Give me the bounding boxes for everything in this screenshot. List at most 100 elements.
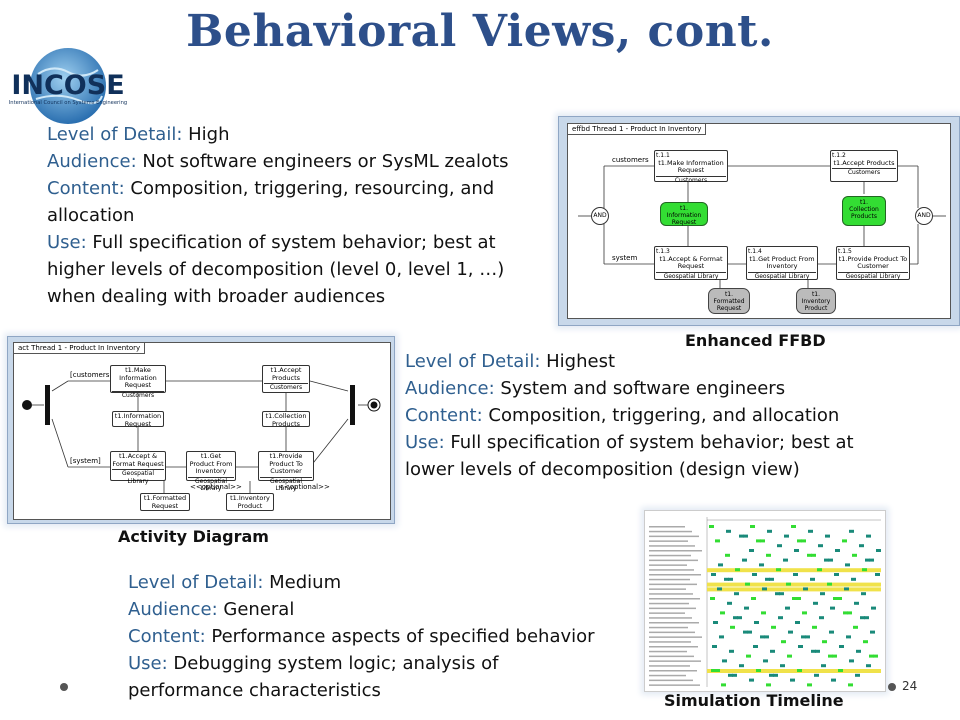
content-value: Composition, triggering, resourcing, and xyxy=(124,178,495,199)
use-key: Use: xyxy=(405,432,445,453)
timeline-row-label xyxy=(649,578,690,581)
timeline-mark xyxy=(844,587,849,591)
timeline-mark xyxy=(728,673,733,677)
timeline-mark xyxy=(863,640,868,644)
timeline-mark xyxy=(833,597,838,600)
timeline-mark xyxy=(778,616,783,620)
timeline-mark xyxy=(753,645,758,648)
footer-dot-left xyxy=(60,683,68,691)
timeline-panel xyxy=(644,510,886,692)
timeline-mark xyxy=(811,649,816,653)
timeline-mark xyxy=(869,558,874,562)
use-key: Use: xyxy=(47,232,87,253)
content-value: Composition, triggering, and allocation xyxy=(482,405,840,426)
timeline-mark xyxy=(771,625,776,629)
timeline-mark xyxy=(750,525,755,528)
content-value: Performance aspects of specified behavio… xyxy=(205,626,595,647)
ffbd-and-right: AND xyxy=(915,207,933,225)
timeline-mark xyxy=(762,587,767,591)
timeline-mark xyxy=(814,673,819,677)
timeline-mark xyxy=(764,635,769,639)
lod-value: High xyxy=(182,124,230,145)
timeline-mark xyxy=(817,568,822,572)
timeline-row-label xyxy=(649,679,693,682)
timeline-mark xyxy=(742,558,747,562)
timeline-mark xyxy=(718,563,723,567)
timeline-row-label xyxy=(649,646,698,648)
timeline-mark xyxy=(779,592,784,596)
activity-object: t1.Information Request xyxy=(112,411,164,427)
timeline-mark xyxy=(756,669,761,672)
activity-object: t1.Collection Products xyxy=(262,411,310,427)
use-value: Debugging system logic; analysis of xyxy=(167,653,499,674)
timeline-mark xyxy=(713,621,718,624)
timeline-mark xyxy=(798,645,803,648)
timeline-mark xyxy=(818,544,823,548)
timeline-row-label xyxy=(649,650,687,653)
timeline-band xyxy=(707,582,881,587)
timeline-row-label xyxy=(649,530,692,533)
timeline-row-label xyxy=(649,526,685,528)
timeline-mark xyxy=(769,577,774,581)
timeline-mark xyxy=(726,529,731,533)
timeline-mark xyxy=(864,616,869,620)
timeline-mark xyxy=(729,649,734,653)
timeline-mark xyxy=(860,616,865,620)
timeline-mark xyxy=(845,563,850,567)
timeline-mark xyxy=(821,664,826,668)
timeline-row-label xyxy=(649,574,701,576)
timeline-mark xyxy=(876,549,881,552)
timeline-mark xyxy=(828,654,833,658)
timeline-mark xyxy=(744,606,749,610)
text-block-medium: Level of Detail: Medium Audience: Genera… xyxy=(128,569,595,704)
timeline-mark xyxy=(853,625,858,629)
timeline-mark xyxy=(732,673,737,677)
timeline-mark xyxy=(795,621,800,624)
timeline-mark xyxy=(834,573,839,576)
timeline-row-label xyxy=(649,612,685,614)
timeline-mark xyxy=(828,558,833,562)
timeline-mark xyxy=(851,577,856,581)
timeline-mark xyxy=(824,558,829,562)
audience-key: Audience: xyxy=(47,151,137,172)
timeline-mark xyxy=(760,635,765,639)
timeline-mark xyxy=(847,611,852,615)
timeline-mark xyxy=(766,683,771,687)
timeline-mark xyxy=(766,553,771,557)
timeline-mark xyxy=(784,534,789,538)
timeline-mark xyxy=(711,573,716,576)
timeline-mark xyxy=(717,587,722,591)
footer-dot-right xyxy=(888,683,896,691)
timeline-mark xyxy=(727,601,732,605)
timeline-row-label xyxy=(649,540,688,542)
timeline-mark xyxy=(793,573,798,576)
lod-value: Medium xyxy=(263,572,342,593)
ffbd-panel: effbd Thread 1 - Product In Inventory cu… xyxy=(558,116,960,326)
timeline-mark xyxy=(835,549,840,552)
timeline-mark xyxy=(751,597,756,600)
timeline-mark xyxy=(788,630,793,634)
timeline-mark xyxy=(813,601,818,605)
use-value-cont: higher levels of decomposition (level 0,… xyxy=(47,259,505,280)
use-value-cont: lower levels of decomposition (design vi… xyxy=(405,459,800,480)
timeline-mark xyxy=(733,616,738,620)
activity-lane-system: [system] xyxy=(70,457,101,465)
timeline-row-label xyxy=(649,665,690,667)
timeline-mark xyxy=(781,640,786,644)
timeline-mark xyxy=(797,669,802,672)
timeline-mark xyxy=(725,553,730,557)
timeline-row-label xyxy=(649,631,695,634)
timeline-row-label xyxy=(649,583,697,586)
timeline-mark xyxy=(786,582,791,586)
timeline-mark xyxy=(759,563,764,567)
ffbd-resource: t1. Collection Products xyxy=(842,196,886,226)
timeline-mark xyxy=(825,534,830,538)
timeline-mark xyxy=(862,568,867,572)
timeline-mark xyxy=(749,678,754,682)
timeline-mark xyxy=(722,659,727,663)
